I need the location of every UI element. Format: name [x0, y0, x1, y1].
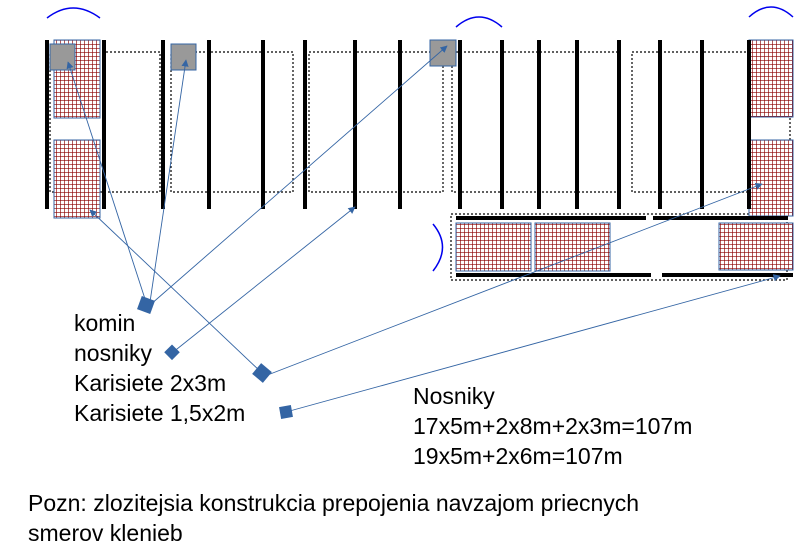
komin-marker: [137, 296, 155, 314]
karisiete-2x3m-marker: [252, 363, 272, 383]
legend-karisiete-2x3m: Karisiete 2x3m: [74, 370, 226, 396]
mesh-blocks: [53, 39, 794, 272]
beams-title: Nosniky: [413, 383, 495, 409]
legend-karisiete-1-5x2m: Karisiete 1,5x2m: [74, 400, 245, 426]
legend-komin: komin: [74, 310, 135, 336]
mesh-2x3m: [748, 39, 794, 118]
legend: komin nosniky Karisiete 2x3m Karisiete 1…: [74, 310, 245, 426]
chimneys: [49, 39, 457, 71]
note-line-1: Pozn: zlozitejsia konstrukcia prepojenia…: [28, 490, 639, 516]
chimney: [429, 39, 457, 67]
note-line-2: smerov klenieb: [28, 520, 183, 546]
beams-calculation: Nosniky 17x5m+2x8m+2x3m=107m 19x5m+2x6m=…: [413, 383, 692, 469]
note: Pozn: zlozitejsia konstrukcia prepojenia…: [28, 490, 639, 546]
connector-lines: [66, 45, 781, 419]
karisiete-1-5x2m-marker: [279, 405, 293, 419]
mesh-2x3m: [53, 139, 101, 219]
beams-line-1: 17x5m+2x8m+2x3m=107m: [413, 413, 692, 439]
chimney: [49, 43, 76, 71]
chimney: [170, 43, 197, 71]
beams-line-2: 19x5m+2x6m=107m: [413, 443, 623, 469]
horizontal-beams: [456, 216, 793, 277]
nosniky-marker: [164, 344, 180, 361]
vertical-beams: [45, 40, 751, 209]
legend-nosniky: nosniky: [74, 340, 152, 366]
vault-arcs: [46, 6, 794, 272]
mesh-1-5x2m: [455, 222, 532, 272]
mesh-2x3m: [748, 139, 794, 217]
mesh-1-5x2m: [534, 222, 611, 272]
mesh-1-5x2m: [718, 222, 794, 271]
